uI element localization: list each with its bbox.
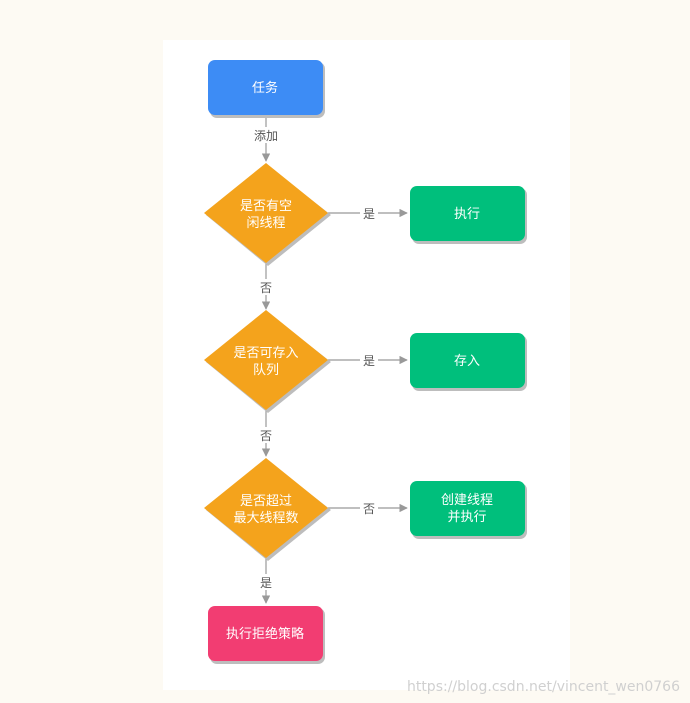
node-create-thread-line2: 并执行: [447, 510, 486, 525]
node-decision-queue: 是否可存入 队列: [204, 310, 331, 413]
node-reject-label: 执行拒绝策略: [226, 626, 304, 642]
node-decision-queue-line2: 队列: [253, 363, 279, 378]
node-enqueue-label: 存入: [454, 354, 480, 369]
edge-label-queue-no: 否: [260, 429, 272, 443]
node-decision-max-line1: 是否超过: [240, 494, 292, 509]
edge-label-max-no: 否: [363, 502, 375, 516]
node-reject: 执行拒绝策略: [208, 606, 325, 664]
node-create-thread: 创建线程 并执行: [410, 481, 527, 539]
node-task: 任务: [208, 60, 325, 118]
node-decision-queue-line1: 是否可存入: [233, 346, 298, 361]
node-execute-label: 执行: [454, 207, 480, 222]
edge-label-queue-yes: 是: [363, 354, 375, 368]
node-decision-idle-line2: 闲线程: [246, 216, 285, 231]
node-decision-max-line2: 最大线程数: [233, 511, 298, 526]
node-decision-max: 是否超过 最大线程数: [204, 458, 331, 561]
node-enqueue: 存入: [410, 333, 527, 391]
node-decision-idle-line1: 是否有空: [240, 199, 292, 214]
edge-label-add: 添加: [254, 129, 278, 143]
node-task-label: 任务: [252, 80, 278, 96]
edge-label-idle-yes: 是: [363, 207, 375, 221]
node-execute: 执行: [410, 186, 527, 244]
edge-label-idle-no: 否: [260, 281, 272, 295]
edge-label-max-yes: 是: [260, 576, 272, 590]
watermark: https://blog.csdn.net/vincent_wen0766: [406, 679, 680, 695]
edge-labels: 添加 是 否 是 否 否 是: [251, 127, 378, 590]
node-create-thread-line1: 创建线程: [441, 493, 493, 508]
node-decision-idle: 是否有空 闲线程: [204, 163, 331, 266]
